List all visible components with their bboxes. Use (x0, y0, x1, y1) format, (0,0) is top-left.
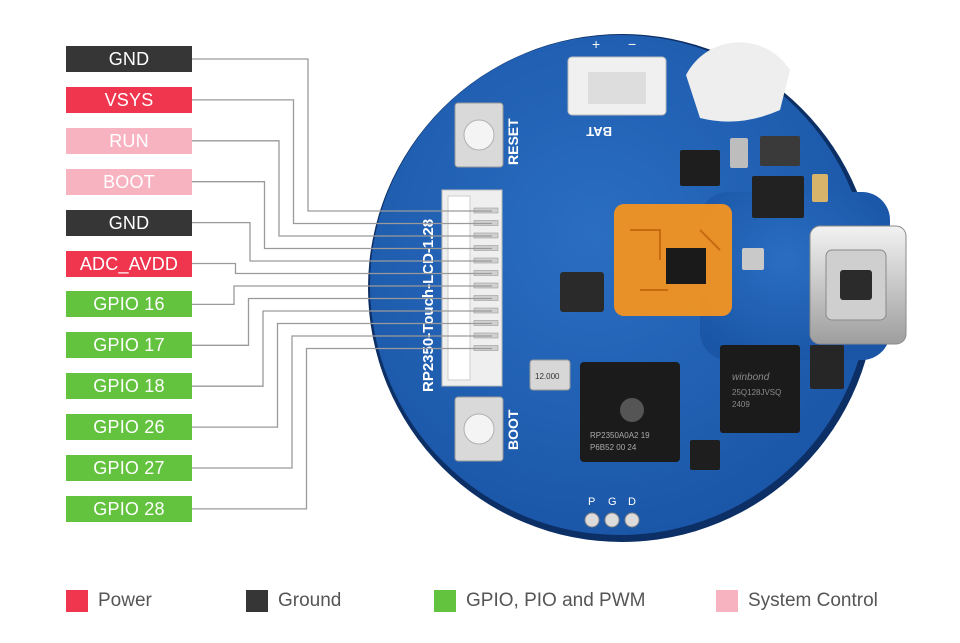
debug-label-p: P (588, 496, 595, 508)
leader-line (192, 297, 492, 346)
reset-button[interactable] (454, 102, 504, 168)
pin-label: GPIO 28 (66, 495, 192, 522)
debug-header (584, 512, 640, 528)
rp2350-chip (580, 362, 680, 462)
battery-pad-cutout (686, 42, 790, 122)
capacitor (812, 174, 828, 202)
pin-label: RUN (66, 127, 192, 154)
pin-label: GPIO 27 (66, 455, 192, 481)
pin-label: VSYS (66, 86, 192, 113)
debug-label-g: G (608, 496, 617, 508)
pin-label: GPIO 17 (66, 332, 192, 359)
leader-line (192, 58, 492, 212)
small-chip-2 (690, 440, 720, 470)
legend-item-power: Power (66, 589, 152, 613)
legend-label-system: System Control (748, 590, 878, 611)
leader-line (192, 335, 492, 469)
legend-swatch-gpio (434, 590, 456, 612)
leader-lines (192, 58, 492, 510)
legend-swatch-system (716, 590, 738, 612)
leader-line (192, 347, 492, 510)
legend-swatch-power (66, 590, 88, 612)
battery-connector (567, 56, 667, 116)
imu-sensor-area (614, 204, 732, 316)
legend-item-system: System Control (716, 589, 878, 613)
flash-label-line-1: winbond (732, 372, 770, 383)
pin-label: ADC_AVDD (66, 250, 192, 277)
legend-label-ground: Ground (278, 590, 342, 611)
boot-silkscreen: BOOT (505, 409, 521, 450)
leader-line (192, 140, 492, 237)
inductor (760, 136, 800, 166)
legend-item-ground: Ground (246, 589, 341, 613)
flash-label-line-3: 2409 (732, 400, 750, 409)
pin-label: GND (66, 209, 192, 236)
boot-button[interactable] (454, 396, 504, 462)
leader-line (192, 99, 492, 225)
leader-line (192, 181, 492, 250)
legend-swatch-ground (246, 590, 268, 612)
pin-label: GPIO 16 (66, 291, 192, 318)
leader-line (192, 322, 492, 428)
reset-silkscreen: RESET (505, 118, 521, 165)
crystal (529, 359, 571, 391)
legend-item-gpio: GPIO, PIO and PWM (434, 589, 646, 613)
diode (730, 138, 748, 168)
pin-label: GPIO 26 (66, 414, 192, 441)
board-title-silkscreen: RP2350-Touch-LCD-1.28 (420, 219, 437, 392)
battery-minus: − (628, 36, 636, 52)
usb-c-port[interactable] (809, 225, 907, 345)
pin-label: BOOT (66, 168, 192, 195)
pin-label: GPIO 18 (66, 373, 192, 400)
battery-label: BAT (586, 124, 612, 139)
leader-line (192, 285, 492, 306)
debug-label-d: D (628, 496, 636, 508)
touch-controller-chip (560, 272, 604, 312)
small-chip-3 (810, 345, 844, 389)
pin-label: GND (66, 46, 192, 72)
battery-plus: + (592, 36, 600, 52)
legend-label-gpio: GPIO, PIO and PWM (466, 590, 646, 611)
flash-label-line-2: 25Q128JVSQ (732, 388, 781, 397)
small-component (742, 248, 764, 270)
regulator-chip (680, 150, 720, 186)
leader-line (192, 221, 492, 262)
leader-line (192, 310, 492, 387)
crystal-label: 12.000 (535, 372, 560, 381)
charger-chip (752, 176, 804, 218)
flash-chip (720, 345, 800, 433)
legend-label-power: Power (98, 590, 152, 611)
leader-line (192, 262, 492, 275)
chip-label-line-1: RP2350A0A2 19 (590, 431, 650, 440)
chip-label-line-2: P6B52 00 24 (590, 443, 637, 452)
